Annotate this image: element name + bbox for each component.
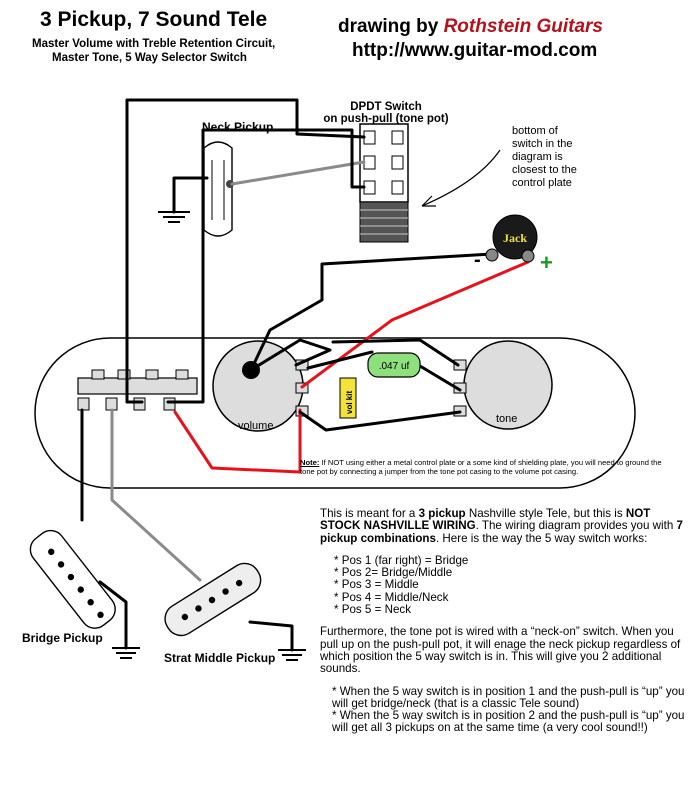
- diagram-title: 3 Pickup, 7 Sound Tele: [40, 8, 268, 31]
- intro-text-2: Nashville style Tele, but this is: [465, 507, 626, 520]
- vol-kit: [339, 377, 357, 419]
- jack-label: Jack: [503, 231, 527, 245]
- strat-middle-pickup: [164, 562, 262, 637]
- intro-text-1: This is meant for a: [320, 507, 419, 520]
- note-prefix: Note:: [300, 458, 320, 467]
- bottom-note-1: bottom of: [512, 125, 559, 137]
- shielding-note: Note: If NOT using either a metal contro…: [300, 458, 670, 477]
- note-arrow: [421, 149, 501, 207]
- position-2: * Pos 2= Bridge/Middle: [334, 566, 453, 580]
- intro-paragraph: This is meant for a 3 pickup Nashville s…: [320, 507, 690, 545]
- five-way-switch: [77, 369, 198, 411]
- intro-bold-3: 7 pickup combinations: [320, 519, 683, 545]
- website-url: http://www.guitar-mod.com: [352, 40, 598, 61]
- jack-plus-label: +: [540, 250, 553, 275]
- description: This is meant for a 3 pickup Nashville s…: [320, 507, 690, 735]
- bottom-note-3: diagram is: [512, 151, 563, 163]
- bridge-pickup-label: Bridge Pickup: [22, 631, 103, 645]
- position-3: * Pos 3 = Middle: [334, 578, 419, 592]
- push-pull-paragraph: Furthermore, the tone pot is wired with …: [320, 625, 681, 676]
- neck-pickup-label: Neck Pickup: [202, 120, 273, 134]
- intro-text-3: . The wiring diagram provides you with: [475, 519, 677, 533]
- intro-text-4: . Here is the way the 5 way switch works…: [435, 531, 648, 545]
- bottom-note-5: control plate: [512, 177, 572, 189]
- tone-label: tone: [496, 413, 517, 425]
- intro-bold-2: NOT STOCK NASHVILLE WIRING: [320, 507, 651, 533]
- vol-kit-label: vol kit: [345, 391, 354, 414]
- subtitle-line-2: Master Tone, 5 Way Selector Switch: [52, 52, 247, 64]
- dpdt-label-1: DPDT Switch: [350, 101, 422, 113]
- bottom-note-2: switch in the: [512, 138, 573, 150]
- capacitor-label: .047 uf: [379, 361, 410, 372]
- dpdt-label-2: on push-pull (tone pot): [323, 113, 448, 125]
- position-4: * Pos 4 = Middle/Neck: [334, 590, 449, 604]
- dpdt-switch: [359, 123, 409, 243]
- position-1: * Pos 1 (far right) = Bridge: [334, 553, 469, 567]
- position-5: * Pos 5 = Neck: [334, 603, 412, 617]
- neck-pickup: [203, 141, 234, 237]
- credit-prefix: drawing by: [338, 16, 444, 37]
- jack-minus-label: -: [474, 249, 481, 271]
- jack: [492, 214, 538, 260]
- sound-bullet-2: * When the 5 way switch is in position 2…: [332, 709, 685, 735]
- sound-bullet-1: * When the 5 way switch is in position 1…: [332, 684, 685, 710]
- wires: [80, 98, 530, 652]
- intro-bold-1: 3 pickup: [418, 507, 466, 520]
- subtitle-line-1: Master Volume with Treble Retention Circ…: [32, 38, 276, 50]
- credit-line: drawing by Rothstein Guitars: [338, 16, 603, 38]
- bottom-note-4: closest to the: [512, 164, 577, 176]
- strat-middle-pickup-label: Strat Middle Pickup: [164, 651, 275, 665]
- note-text: If NOT using either a metal control plat…: [300, 458, 662, 477]
- capacitor: [367, 352, 421, 378]
- volume-label: volume: [238, 420, 273, 432]
- credit-brand: Rothstein Guitars: [443, 16, 603, 37]
- bridge-pickup: [29, 529, 116, 629]
